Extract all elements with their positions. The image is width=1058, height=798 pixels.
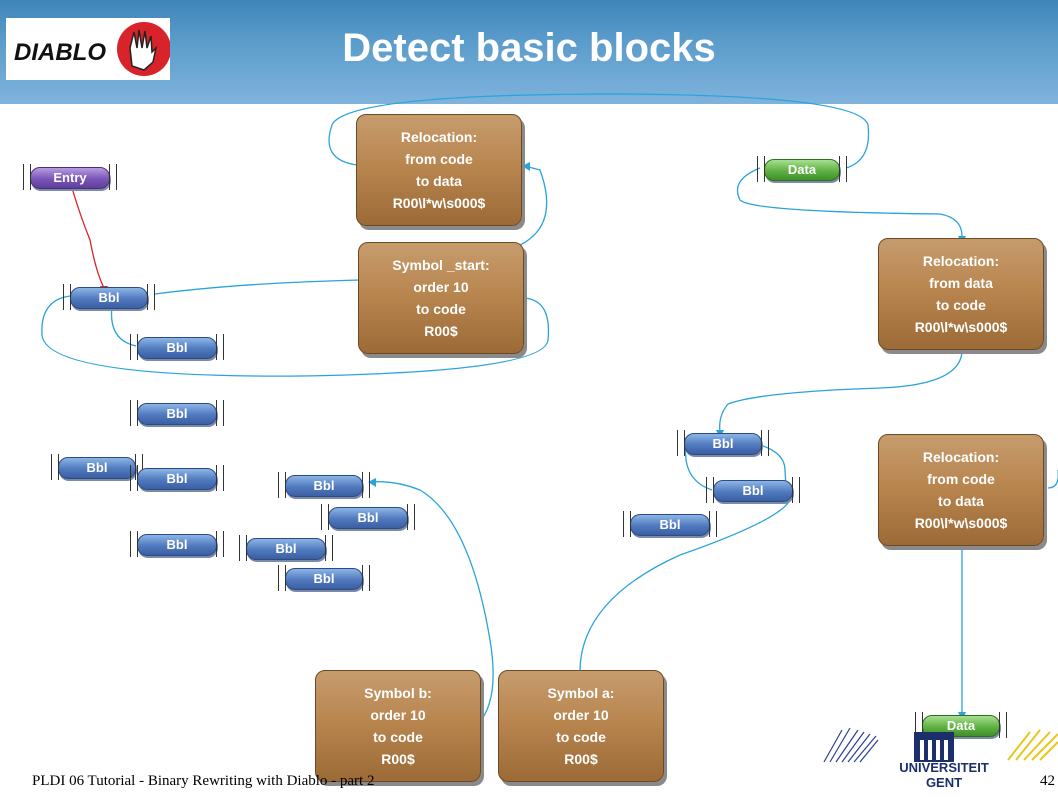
- box-line: from code: [927, 471, 995, 487]
- bbl-node[interactable]: Bbl: [130, 465, 224, 491]
- box-line: Relocation:: [922, 449, 1000, 465]
- symbol-b-box[interactable]: Symbol b: order 10 to code R00$: [315, 670, 481, 782]
- box-line: to data: [938, 493, 984, 509]
- university-logo: [820, 726, 1058, 793]
- box-line: Symbol a:: [547, 685, 615, 701]
- box-line: Symbol _start:: [392, 257, 490, 273]
- box-line: to code: [416, 301, 466, 317]
- box-line: to data: [416, 173, 462, 189]
- diablo-logo: DIABLO: [6, 18, 170, 80]
- bbl-node[interactable]: Bbl: [63, 284, 155, 310]
- box-line: R00\l*w\s000$: [914, 515, 1008, 531]
- box-line: to code: [373, 729, 423, 745]
- bbl-node[interactable]: Bbl: [623, 511, 717, 537]
- box-line: R00$: [424, 323, 458, 339]
- relocation-code-to-data-box[interactable]: Relocation: from code to data R00\l*w\s0…: [356, 114, 522, 226]
- box-line: R00$: [564, 751, 598, 767]
- edge-reloc-right-to-bbl: [719, 349, 963, 433]
- box-line: R00\l*w\s000$: [914, 319, 1008, 335]
- edge-symbol-a-to-bbl: [579, 499, 791, 673]
- slide-title: Detect basic blocks: [342, 26, 716, 70]
- edge-data-to-reloc-right: [736, 167, 963, 237]
- bbl-node[interactable]: Bbl: [130, 400, 224, 426]
- box-line: Relocation:: [400, 129, 478, 145]
- edge-entry-to-bbl: [71, 187, 105, 289]
- symbol-a-box[interactable]: Symbol a: order 10 to code R00$: [498, 670, 664, 782]
- edge-symbol-start-to-reloc-top: [519, 165, 548, 246]
- box-line: order 10: [553, 707, 609, 723]
- bbl-node[interactable]: Bbl: [677, 430, 769, 456]
- slide-footer: PLDI 06 Tutorial - Binary Rewriting with…: [32, 773, 375, 789]
- box-line: R00$: [381, 751, 415, 767]
- data-node-top[interactable]: Data: [757, 156, 847, 182]
- bbl-node[interactable]: Bbl: [706, 477, 800, 503]
- bbl-node[interactable]: Bbl: [51, 454, 143, 480]
- bbl-node[interactable]: Bbl: [278, 472, 370, 498]
- edge-symbol-start-to-bbl: [154, 279, 361, 295]
- edge-bbl-to-bbl: [110, 305, 137, 347]
- data-node-bottom[interactable]: Data: [915, 712, 1007, 738]
- box-line: R00\l*w\s000$: [392, 195, 486, 211]
- box-line: Symbol b:: [364, 685, 432, 701]
- header-bar: DIABLO Detect basic blocks: [0, 0, 1058, 104]
- university-name-line1: UNIVERSITEIT: [899, 760, 989, 775]
- page-number: 42: [1040, 773, 1055, 789]
- box-line: from code: [405, 151, 473, 167]
- bbl-node[interactable]: Bbl: [321, 504, 415, 530]
- bbl-node[interactable]: Bbl: [130, 334, 224, 360]
- svg-text:DIABLO: DIABLO: [14, 39, 106, 66]
- symbol-start-box[interactable]: Symbol _start: order 10 to code R00$: [358, 242, 524, 354]
- edge-bbl-loop: [41, 295, 550, 377]
- entry-node[interactable]: Entry: [23, 164, 117, 190]
- box-line: to code: [556, 729, 606, 745]
- box-line: order 10: [413, 279, 469, 295]
- university-name-line2: GENT: [925, 775, 963, 790]
- relocation-data-to-code-box[interactable]: Relocation: from data to code R00\l*w\s0…: [878, 238, 1044, 350]
- edge-bbl-right-loop: [756, 443, 787, 489]
- bbl-node[interactable]: Bbl: [239, 535, 333, 561]
- relocation-code-to-data-right-box[interactable]: Relocation: from code to data R00\l*w\s0…: [878, 434, 1044, 546]
- university-name: UNIVERSITEIT GENT: [894, 760, 994, 790]
- edge-reloc-top-loop: [328, 93, 870, 169]
- box-line: order 10: [370, 707, 426, 723]
- box-line: Relocation:: [922, 253, 1000, 269]
- edge-right-incoming: [1047, 470, 1058, 489]
- box-line: from data: [929, 275, 993, 291]
- bbl-node[interactable]: Bbl: [278, 565, 370, 591]
- box-line: to code: [936, 297, 986, 313]
- bbl-node[interactable]: Bbl: [130, 531, 224, 557]
- edge-symbol-b-to-bbl: [369, 481, 494, 725]
